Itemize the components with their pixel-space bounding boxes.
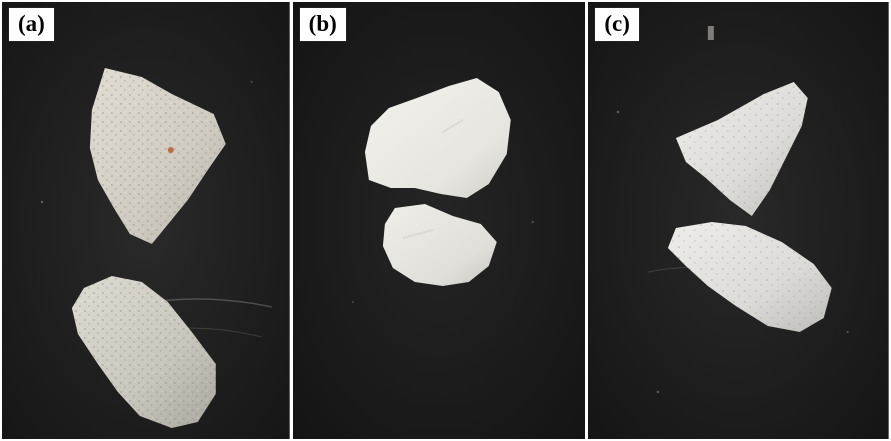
panel-a-label: (a): [8, 7, 55, 42]
specimen-b-upper: [364, 78, 511, 198]
panel-c: (c): [588, 2, 889, 439]
panel-c-photo: [588, 2, 889, 439]
panel-b: (b): [292, 2, 586, 439]
specimen-c-lower: [668, 222, 833, 332]
panel-c-label: (c): [594, 7, 640, 42]
specimen-b-lower: [382, 204, 497, 286]
specimen-c-upper: [676, 82, 809, 216]
panel-a-photo: [2, 2, 290, 439]
specimen-a-lower: [71, 276, 216, 428]
specimen-a-upper: [89, 68, 226, 244]
panel-b-label: (b): [298, 7, 347, 42]
panel-a: (a): [2, 2, 290, 439]
panel-b-photo: [292, 2, 586, 439]
